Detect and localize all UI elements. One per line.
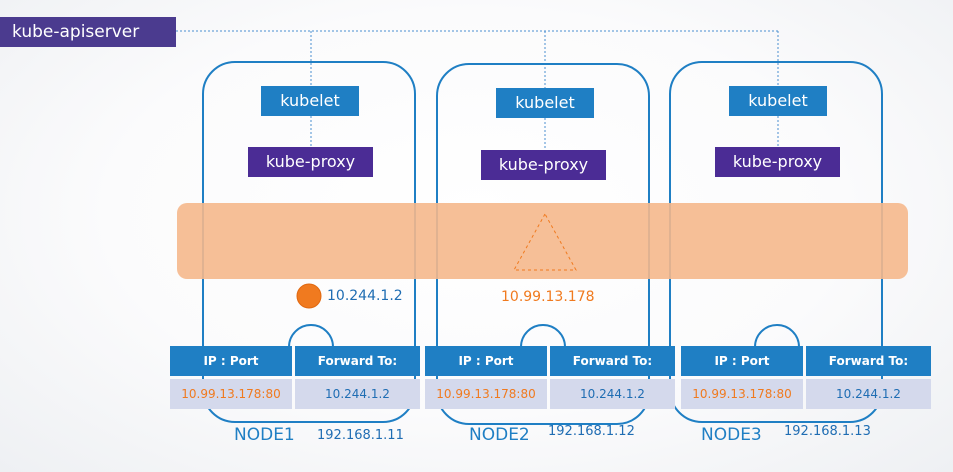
node2-forward-table: IP : Port Forward To: 10.99.13.178:80 10… bbox=[425, 346, 675, 409]
node3-ip: 192.168.1.13 bbox=[784, 424, 871, 439]
node2-kube-proxy: kube-proxy bbox=[481, 150, 606, 180]
rule-forward-to: 10.244.1.2 bbox=[550, 379, 675, 409]
table-header-ip-port: IP : Port bbox=[681, 346, 803, 376]
node2-name: NODE2 bbox=[469, 425, 530, 445]
rule-forward-to: 10.244.1.2 bbox=[806, 379, 931, 409]
node1-kube-proxy: kube-proxy bbox=[248, 147, 373, 177]
pod-circle bbox=[296, 283, 322, 309]
service-triangle bbox=[513, 212, 577, 271]
node1-arc bbox=[288, 324, 334, 348]
node2-ip: 192.168.1.12 bbox=[548, 424, 635, 439]
node3-name: NODE3 bbox=[701, 425, 762, 445]
service-band bbox=[177, 203, 908, 279]
table-header-ip-port: IP : Port bbox=[170, 346, 292, 376]
node3-forward-table: IP : Port Forward To: 10.99.13.178:80 10… bbox=[681, 346, 931, 409]
node1-kubelet: kubelet bbox=[261, 86, 359, 116]
table-row: 10.99.13.178:80 10.244.1.2 bbox=[170, 379, 420, 409]
node3-arc bbox=[754, 324, 800, 348]
rule-ip-port: 10.99.13.178:80 bbox=[170, 379, 292, 409]
node1-name: NODE1 bbox=[234, 425, 295, 445]
kube-apiserver-box: kube-apiserver bbox=[0, 17, 176, 47]
rule-ip-port: 10.99.13.178:80 bbox=[681, 379, 803, 409]
apiserver-connectors bbox=[176, 30, 779, 150]
service-ip-label: 10.99.13.178 bbox=[501, 289, 595, 305]
node1-forward-table: IP : Port Forward To: 10.99.13.178:80 10… bbox=[170, 346, 420, 409]
table-header-forward-to: Forward To: bbox=[550, 346, 675, 376]
pod-ip-label: 10.244.1.2 bbox=[327, 288, 403, 304]
node1-ip: 192.168.1.11 bbox=[317, 428, 404, 443]
table-header-forward-to: Forward To: bbox=[806, 346, 931, 376]
node2-arc bbox=[520, 324, 566, 348]
table-row: 10.99.13.178:80 10.244.1.2 bbox=[681, 379, 931, 409]
rule-ip-port: 10.99.13.178:80 bbox=[425, 379, 547, 409]
table-row: 10.99.13.178:80 10.244.1.2 bbox=[425, 379, 675, 409]
node2-kubelet: kubelet bbox=[496, 88, 594, 118]
table-header-ip-port: IP : Port bbox=[425, 346, 547, 376]
rule-forward-to: 10.244.1.2 bbox=[295, 379, 420, 409]
table-header-forward-to: Forward To: bbox=[295, 346, 420, 376]
node3-kube-proxy: kube-proxy bbox=[715, 147, 840, 177]
node3-kubelet: kubelet bbox=[729, 86, 827, 116]
